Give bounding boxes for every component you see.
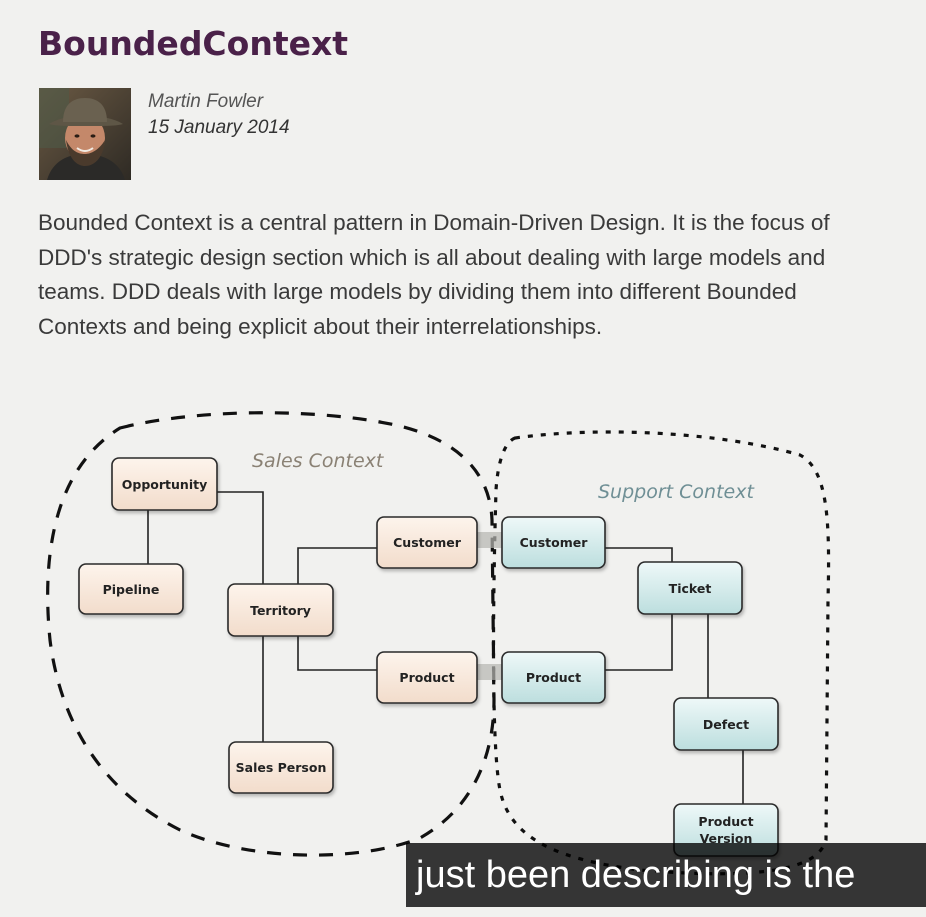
node-pipeline: Pipeline: [78, 563, 184, 615]
node-product-version-label-1: Product: [698, 814, 753, 829]
author-avatar: [39, 88, 131, 180]
node-customer-sales-label: Customer: [393, 535, 462, 550]
node-product-support: Product: [501, 651, 606, 704]
sales-context-boundary: [46, 411, 496, 857]
publish-date: 15 January 2014: [148, 117, 290, 138]
node-territory-label: Territory: [250, 603, 311, 618]
node-ticket-label: Ticket: [669, 581, 712, 596]
node-product-version-label-2: Version: [700, 831, 753, 846]
node-sales-person-label: Sales Person: [236, 760, 327, 775]
node-product-support-label: Product: [526, 670, 581, 685]
video-caption: just been describing is the: [406, 843, 926, 907]
node-product-sales: Product: [376, 651, 478, 704]
node-pipeline-label: Pipeline: [103, 582, 160, 597]
node-customer-support-label: Customer: [520, 535, 589, 550]
bounded-context-diagram: Sales Context Support Context Opportunit…: [46, 411, 831, 876]
node-product-sales-label: Product: [399, 670, 454, 685]
node-customer-sales: Customer: [376, 516, 478, 569]
node-opportunity: Opportunity: [111, 457, 218, 511]
node-defect: Defect: [673, 697, 779, 751]
support-context-label: Support Context: [598, 481, 755, 503]
node-territory: Territory: [227, 583, 334, 637]
sales-context-label: Sales Context: [252, 450, 385, 472]
author-name[interactable]: Martin Fowler: [148, 91, 264, 112]
connectors: [147, 491, 744, 804]
node-ticket: Ticket: [637, 561, 743, 615]
node-customer-support: Customer: [501, 516, 606, 569]
node-opportunity-label: Opportunity: [122, 477, 207, 492]
intro-paragraph: Bounded Context is a central pattern in …: [38, 210, 830, 339]
node-defect-label: Defect: [703, 717, 749, 732]
node-sales-person: Sales Person: [228, 741, 334, 794]
page-title: BoundedContext: [38, 24, 349, 63]
